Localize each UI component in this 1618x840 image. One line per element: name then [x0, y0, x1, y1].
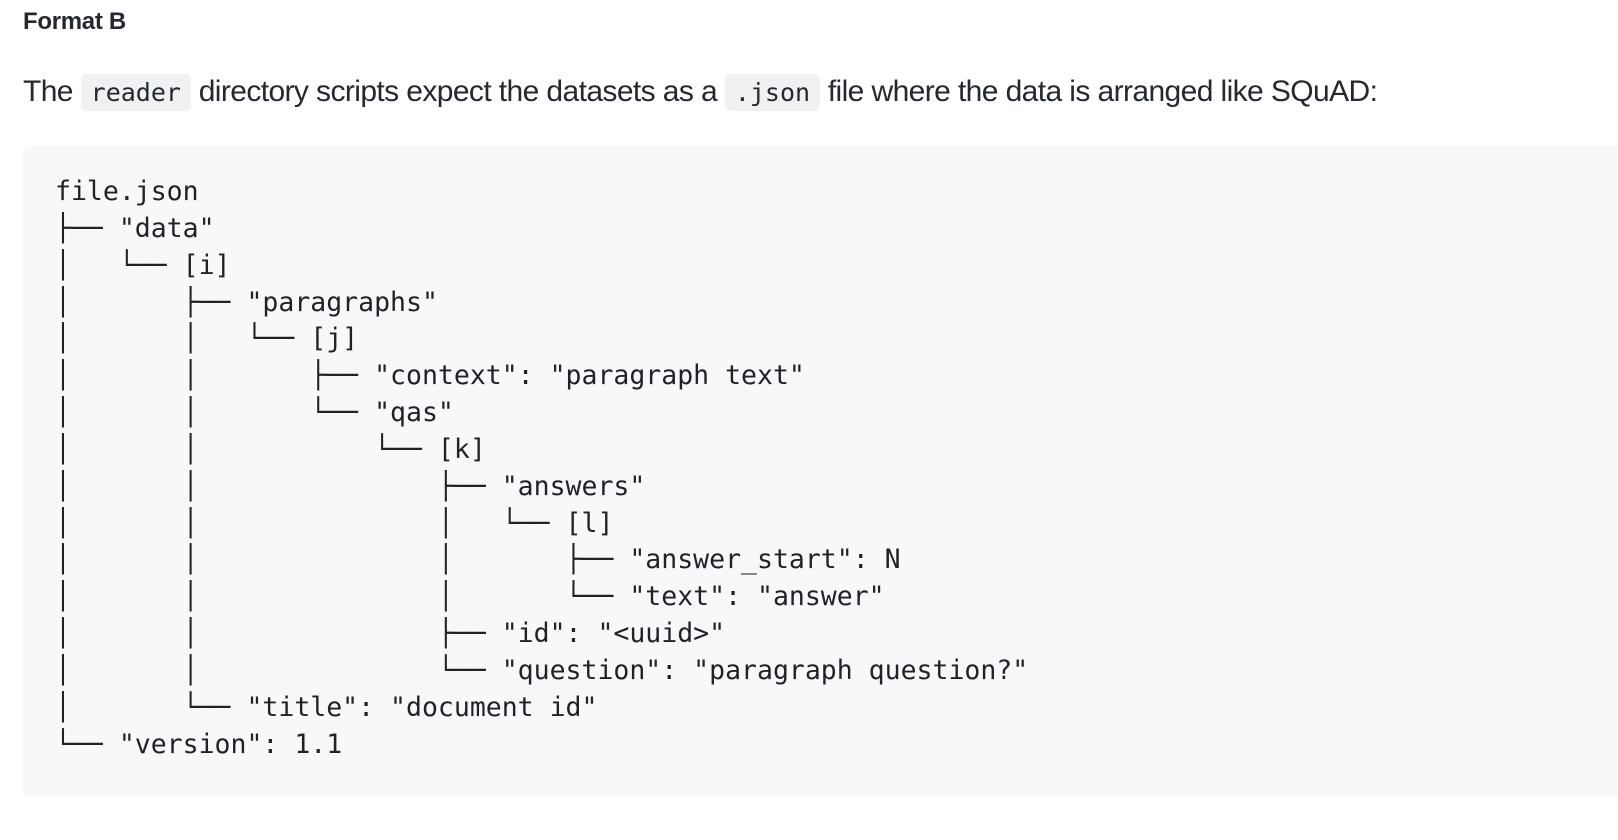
tree-line: │ └── "title": "document id" [55, 691, 598, 723]
tree-line: │ │ └── [j] [55, 323, 359, 355]
tree-line: │ ├── "paragraphs" [55, 286, 438, 318]
file-tree: file.json ├── "data" │ └── [i] │ ├── "parag… [55, 174, 1028, 764]
tree-line: │ └── [i] [55, 249, 231, 281]
tree-line: │ │ ├── "id": "<uuid>" [55, 618, 726, 650]
inline-code-json: .json [724, 74, 821, 111]
tree-line: file.json [55, 176, 199, 207]
tree-line: │ │ │ ├── "answer_start": N [55, 544, 901, 576]
tree-line: │ │ └── [k] [55, 433, 486, 465]
intro-text-after: file where the data is arranged like SQu… [820, 75, 1378, 108]
tree-line: │ │ │ └── [l] [55, 507, 614, 539]
section-heading: Format B [23, 8, 126, 35]
inline-code-reader: reader [80, 74, 191, 111]
intro-text-middle: directory scripts expect the datasets as… [190, 75, 725, 108]
tree-line: ├── "data" [55, 212, 215, 244]
tree-line: │ │ ├── "context": "paragraph text" [55, 360, 805, 392]
tree-line: └── "version": 1.1 [55, 728, 343, 760]
intro-paragraph: The reader directory scripts expect the … [23, 70, 1378, 115]
tree-line: │ │ ├── "answers" [55, 470, 646, 502]
tree-line: │ │ └── "question": "paragraph question?… [55, 654, 1029, 686]
tree-line: │ │ └── "qas" [55, 397, 454, 429]
intro-text-before: The [23, 75, 81, 108]
code-block[interactable]: file.json ├── "data" │ └── [i] │ ├── "parag… [23, 146, 1618, 796]
tree-line: │ │ │ └── "text": "answer" [55, 581, 885, 613]
